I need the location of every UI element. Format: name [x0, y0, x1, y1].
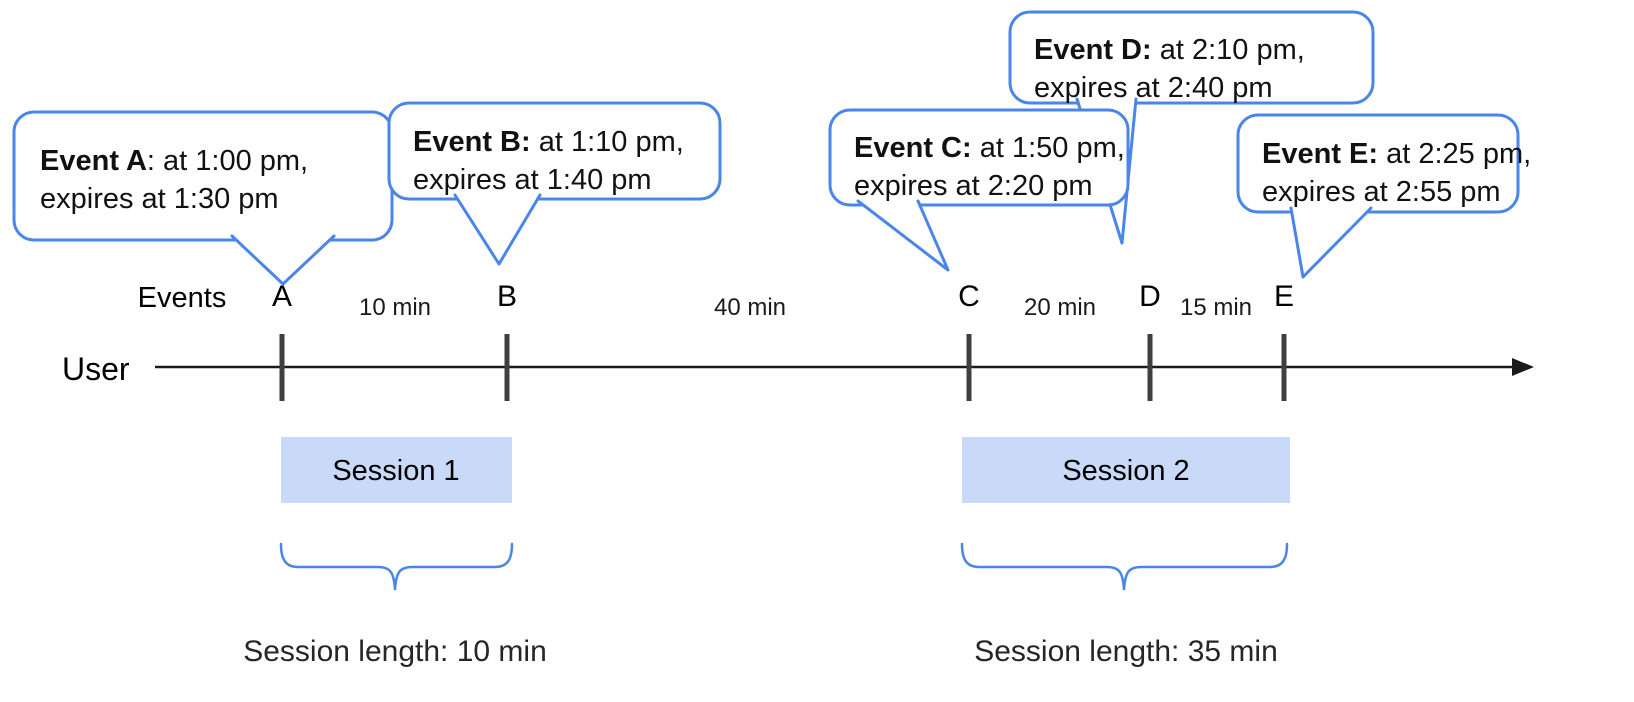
event-letter-c: C — [958, 280, 980, 313]
bubble-event-d-line2: expires at 2:40 pm — [1034, 72, 1273, 104]
bubble-event-c-line2: expires at 2:20 pm — [854, 170, 1093, 202]
bubble-event-c-tail — [856, 199, 950, 272]
bubble-event-a-line1: Event A: at 1:00 pm, — [40, 145, 308, 177]
bubble-event-a-title: Event A — [40, 145, 147, 177]
session-2-label: Session 2 — [1062, 455, 1189, 487]
bubble-event-c-title: Event C: — [854, 132, 972, 164]
session-2-box — [962, 437, 1290, 503]
bubble-event-b-line1: Event B: at 1:10 pm, — [413, 126, 684, 158]
timeline-axis: User Events A B C D E 10 min 40 min 20 m… — [62, 280, 1534, 401]
event-letter-e: E — [1274, 280, 1294, 313]
gap-label-d-e: 15 min — [1180, 294, 1252, 321]
sessions: Session 1 Session 2 Session length: 10 m… — [243, 437, 1290, 668]
gap-label-a-b: 10 min — [359, 294, 431, 321]
bubble-event-b-title: Event B: — [413, 126, 531, 158]
event-letter-b: B — [497, 280, 517, 313]
bubble-event-a: Event A: at 1:00 pm, expires at 1:30 pm — [12, 110, 394, 286]
event-letter-a: A — [272, 280, 292, 313]
gap-label-c-d: 20 min — [1024, 294, 1096, 321]
bubble-event-d-title: Event D: — [1034, 34, 1152, 66]
events-label: Events — [138, 282, 227, 314]
session-1-length-label: Session length: 10 min — [243, 635, 547, 668]
session-1-box — [281, 437, 512, 503]
session-1-label: Session 1 — [332, 455, 459, 487]
bubble-event-d: Event D: at 2:10 pm, expires at 2:40 pm — [1008, 10, 1375, 245]
timeline-arrowhead — [1512, 358, 1534, 376]
bubble-event-a-time: : at 1:00 pm, — [147, 145, 308, 177]
bubble-event-e: Event E: at 2:25 pm, expires at 2:55 pm — [1236, 113, 1531, 279]
bubble-event-b-time: at 1:10 pm, — [531, 126, 684, 158]
session-2-length-label: Session length: 35 min — [974, 635, 1278, 668]
gap-label-b-c: 40 min — [714, 294, 786, 321]
bubble-event-e-line1: Event E: at 2:25 pm, — [1262, 138, 1531, 170]
bubble-event-e-title: Event E: — [1262, 138, 1378, 170]
bubble-event-e-time: at 2:25 pm, — [1378, 138, 1531, 170]
bubble-event-d-time: at 2:10 pm, — [1152, 34, 1305, 66]
bubble-event-e-line2: expires at 2:55 pm — [1262, 176, 1501, 208]
bubble-event-d-line1: Event D: at 2:10 pm, — [1034, 34, 1305, 66]
bubble-event-c: Event C: at 1:50 pm, expires at 2:20 pm — [828, 108, 1130, 272]
bubble-event-c-line1: Event C: at 1:50 pm, — [854, 132, 1125, 164]
bubble-event-e-tail — [1289, 206, 1373, 279]
bubble-event-a-tail — [230, 234, 336, 286]
bubble-event-c-box — [828, 108, 1130, 207]
bubble-event-b: Event B: at 1:10 pm, expires at 1:40 pm — [387, 101, 722, 266]
bubble-event-c-time: at 1:50 pm, — [972, 132, 1125, 164]
bubble-event-b-line2: expires at 1:40 pm — [413, 164, 652, 196]
user-label: User — [62, 351, 130, 387]
bubble-event-b-box — [387, 101, 722, 201]
bubble-event-d-box — [1008, 10, 1375, 105]
bubble-event-b-tail — [453, 193, 542, 266]
bubble-event-a-line2: expires at 1:30 pm — [40, 183, 279, 215]
event-letter-d: D — [1139, 280, 1161, 313]
session-2-brace — [960, 542, 1289, 591]
bubble-event-e-box — [1236, 113, 1520, 214]
session-1-brace — [279, 542, 514, 591]
